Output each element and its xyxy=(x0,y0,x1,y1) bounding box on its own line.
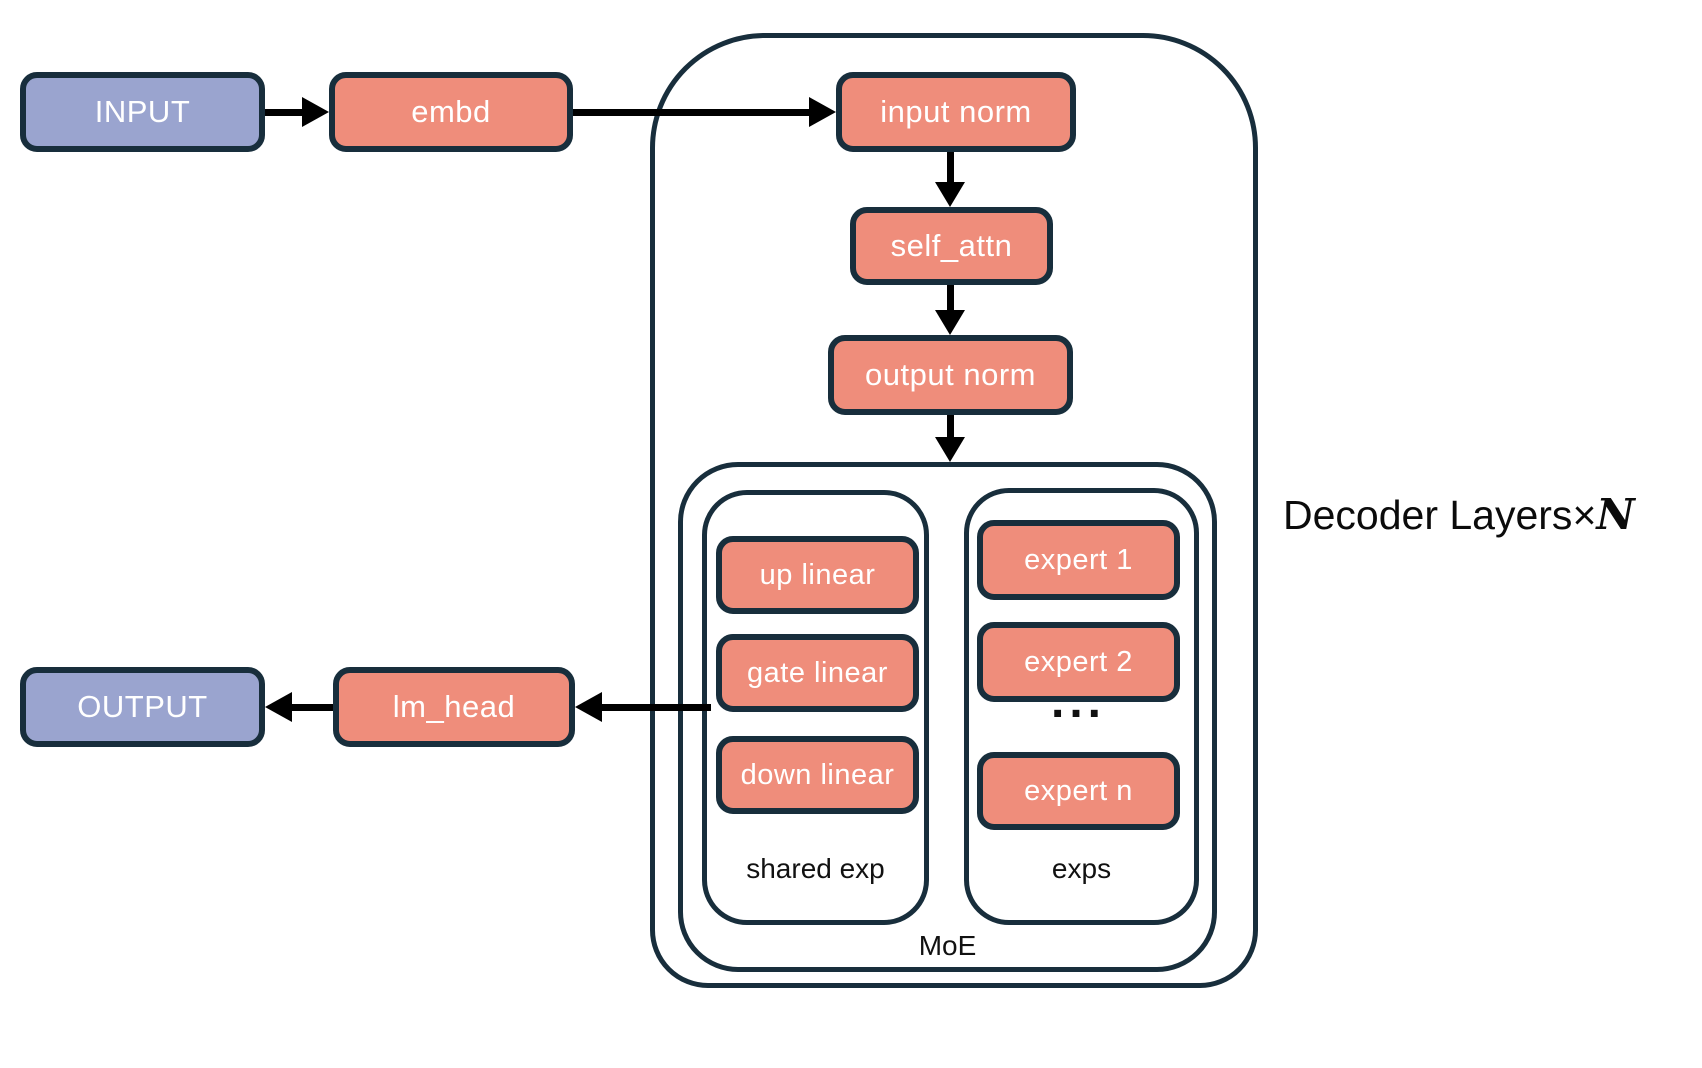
node-input-label: INPUT xyxy=(94,94,191,129)
node-input-norm-label: input norm xyxy=(880,94,1032,129)
node-output: OUTPUT xyxy=(20,667,265,747)
shared-exp-label: shared exp xyxy=(746,853,885,884)
node-output-label: OUTPUT xyxy=(77,689,208,724)
moe-label: MoE xyxy=(918,930,977,961)
node-expert-n: expert n xyxy=(977,752,1180,830)
node-expert-2: expert 2 xyxy=(977,622,1180,702)
node-self-attn: self_attn xyxy=(850,207,1053,285)
node-expert-1: expert 1 xyxy=(977,520,1180,600)
decoder-layers-text: Decoder Layers xyxy=(1283,492,1573,538)
times-sign: × xyxy=(1572,492,1597,538)
node-input-norm: input norm xyxy=(836,72,1076,152)
decoder-layers-container xyxy=(650,33,1258,988)
node-down-linear: down linear xyxy=(716,736,919,814)
exps-label: exps xyxy=(1051,853,1112,884)
node-gate-linear-label: gate linear xyxy=(747,656,888,689)
node-output-norm-label: output norm xyxy=(865,357,1036,392)
node-lm-head-label: lm_head xyxy=(392,689,516,724)
decoder-layers-label: Decoder Layers×N xyxy=(1283,490,1635,539)
node-output-norm: output norm xyxy=(828,335,1073,415)
node-up-linear-label: up linear xyxy=(759,558,876,591)
node-expert-n-label: expert n xyxy=(1024,774,1133,807)
node-gate-linear: gate linear xyxy=(716,634,919,712)
node-down-linear-label: down linear xyxy=(740,758,895,791)
node-embd: embd xyxy=(329,72,573,152)
moe-container xyxy=(678,462,1217,972)
node-up-linear: up linear xyxy=(716,536,919,614)
node-self-attn-label: self_attn xyxy=(890,228,1013,263)
node-lm-head: lm_head xyxy=(333,667,575,747)
node-embd-label: embd xyxy=(411,94,491,129)
node-expert-1-label: expert 1 xyxy=(1024,543,1133,576)
exps-container xyxy=(964,488,1199,925)
node-input: INPUT xyxy=(20,72,265,152)
n-symbol: N xyxy=(1596,490,1635,539)
node-expert-2-label: expert 2 xyxy=(1024,645,1133,678)
